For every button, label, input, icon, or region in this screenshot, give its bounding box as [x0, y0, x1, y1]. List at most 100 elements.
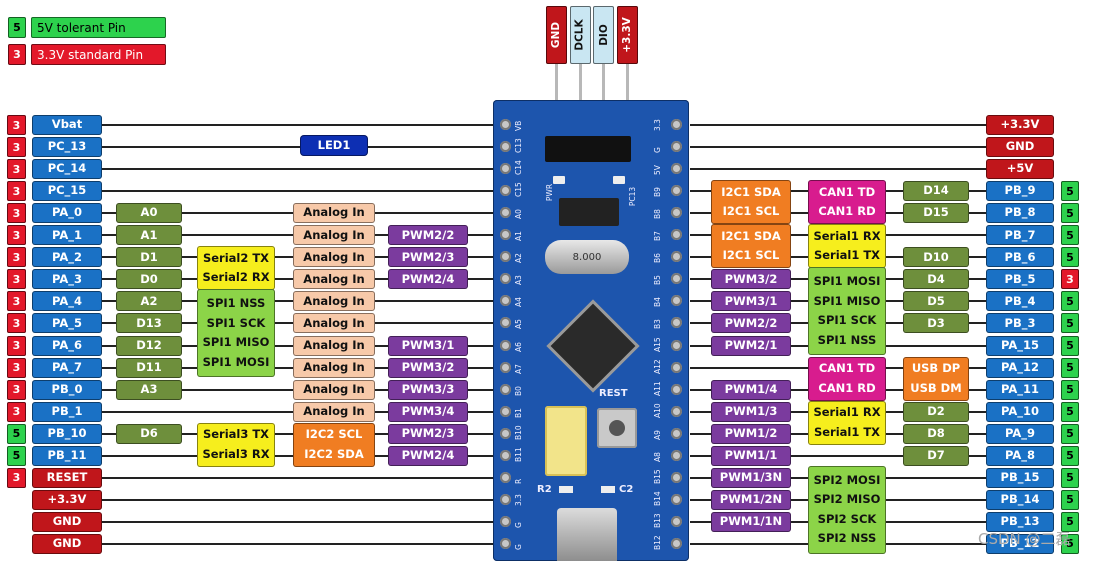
usb-group-item: USB DM [910, 380, 962, 395]
right-header-pin [671, 361, 682, 373]
right-pin-number: 5 [1061, 203, 1079, 224]
pwr-led [553, 176, 565, 184]
right-pin-number: 3 [1061, 269, 1079, 290]
wire-left [100, 520, 500, 523]
left-pin-pa-0: PA_0 [32, 203, 102, 224]
right-header-pin [671, 273, 682, 285]
left-pin-pb-0: PB_0 [32, 379, 102, 400]
arduino-pin-d3: D3 [903, 313, 969, 334]
pwm-right-label: PWM1/1 [711, 445, 791, 466]
left-silkscreen-label: G [514, 544, 523, 550]
left-pin-reset: RESET [32, 467, 102, 488]
spi1-left-group-item: SPI1 NSS [206, 296, 266, 311]
right-pin-pb-15: PB_15 [986, 467, 1054, 488]
right-header-pin [671, 185, 682, 197]
left-silkscreen-label: B10 [514, 424, 523, 440]
right-pin-number: 5 [1061, 445, 1079, 466]
left-header-pin [500, 185, 511, 197]
i2c2-group-item: I2C2 SDA [304, 446, 364, 461]
r2-resistor [559, 486, 573, 493]
left-silkscreen-label: B0 [514, 385, 523, 396]
top-pin-label: GND [550, 21, 563, 49]
left-pin-number: 3 [7, 379, 26, 400]
pwm-right-label: PWM3/1 [711, 291, 791, 312]
pwm-right-label: PWM1/2 [711, 423, 791, 444]
analog-in-label: Analog In [293, 357, 375, 378]
left-pin-number: 5 [7, 445, 26, 466]
right-header-pin [671, 537, 682, 549]
crystal: 8.000 [545, 240, 629, 274]
c2-label: C2 [619, 484, 634, 495]
left-pin-number: 3 [7, 467, 26, 488]
pwm-right-label: PWM1/2N [711, 489, 791, 510]
arduino-pin-a0: A0 [116, 203, 182, 224]
left-silkscreen-label: A7 [514, 363, 523, 374]
arduino-pin-d6: D6 [116, 423, 182, 444]
arduino-pin-d13: D13 [116, 313, 182, 334]
analog-in-label: Analog In [293, 269, 375, 290]
pwm-label: PWM3/3 [388, 379, 468, 400]
left-pin-gnd: GND [32, 511, 102, 532]
left-header-pin [500, 273, 511, 285]
can1-group-a-item: CAN1 TD [818, 184, 876, 199]
left-header-pin [500, 295, 511, 307]
left-pin-number: 3 [7, 181, 26, 202]
right-pin-number: 5 [1061, 291, 1079, 312]
analog-in-label: Analog In [293, 313, 375, 334]
right-header-pin [671, 515, 682, 527]
serial3-group-item: Serial3 TX [202, 427, 270, 442]
left-pin-pc-13: PC_13 [32, 137, 102, 158]
right-silkscreen-label: A9 [653, 429, 662, 440]
i2c1-group-b-item: I2C1 SDA [721, 228, 781, 243]
right-silkscreen-label: 5V [653, 165, 662, 176]
right-header-pin [671, 163, 682, 175]
spi1-left-group-item: SPI1 SCK [206, 315, 266, 330]
left-pin-number: 3 [7, 357, 26, 378]
right-pin-number: 5 [1061, 533, 1079, 554]
spi1-right-group-item: SPI1 NSS [817, 332, 877, 347]
left-silkscreen-label: C14 [514, 160, 523, 176]
right-silkscreen-label: A11 [653, 380, 662, 396]
reset-button-cap[interactable] [609, 420, 625, 436]
left-header-pin [500, 361, 511, 373]
pc13-led [613, 176, 625, 184]
reset-button[interactable] [597, 408, 637, 448]
analog-in-label: Analog In [293, 401, 375, 422]
right-pin-number: 5 [1061, 225, 1079, 246]
serial1-group-b-item: Serial1 RX [813, 405, 881, 420]
left-header-pin [500, 471, 511, 483]
left-silkscreen-label: A3 [514, 275, 523, 286]
arduino-pin-a2: A2 [116, 291, 182, 312]
right-pin-number: 5 [1061, 511, 1079, 532]
spi1-right-group-item: SPI1 MOSI [813, 274, 881, 289]
left-silkscreen-label: 3.3 [514, 493, 523, 506]
i2c1-group-a-item: I2C1 SDA [721, 184, 781, 199]
wire-left [100, 542, 500, 545]
wire-right [690, 454, 986, 457]
right-silkscreen-label: A8 [653, 451, 662, 462]
right-pin-gnd: GND [986, 137, 1054, 158]
right-pin-pb-7: PB_7 [986, 225, 1054, 246]
left-pin-pa-4: PA_4 [32, 291, 102, 312]
serial1-group-a-item: Serial1 TX [813, 248, 881, 263]
pwm-right-label: PWM2/1 [711, 335, 791, 356]
left-header-pin [500, 317, 511, 329]
left-header-pin [500, 537, 511, 549]
right-pin-number: 5 [1061, 181, 1079, 202]
right-silkscreen-label: B12 [653, 535, 662, 550]
serial1-group-b-item: Serial1 TX [813, 424, 881, 439]
pwm-label: PWM3/2 [388, 357, 468, 378]
left-header-pin [500, 119, 511, 130]
pwm-label: PWM2/4 [388, 445, 468, 466]
left-header-pin [500, 207, 511, 219]
left-pin-number: 3 [7, 159, 26, 180]
arduino-pin-d11: D11 [116, 357, 182, 378]
left-silkscreen-label: C15 [514, 182, 523, 198]
top-pin-dclk: DCLK [569, 6, 591, 64]
right-pin-pb-8: PB_8 [986, 203, 1054, 224]
boot-jumpers[interactable] [545, 406, 587, 476]
right-pin-pa-15: PA_15 [986, 335, 1054, 356]
arduino-pin-d14: D14 [903, 181, 969, 202]
